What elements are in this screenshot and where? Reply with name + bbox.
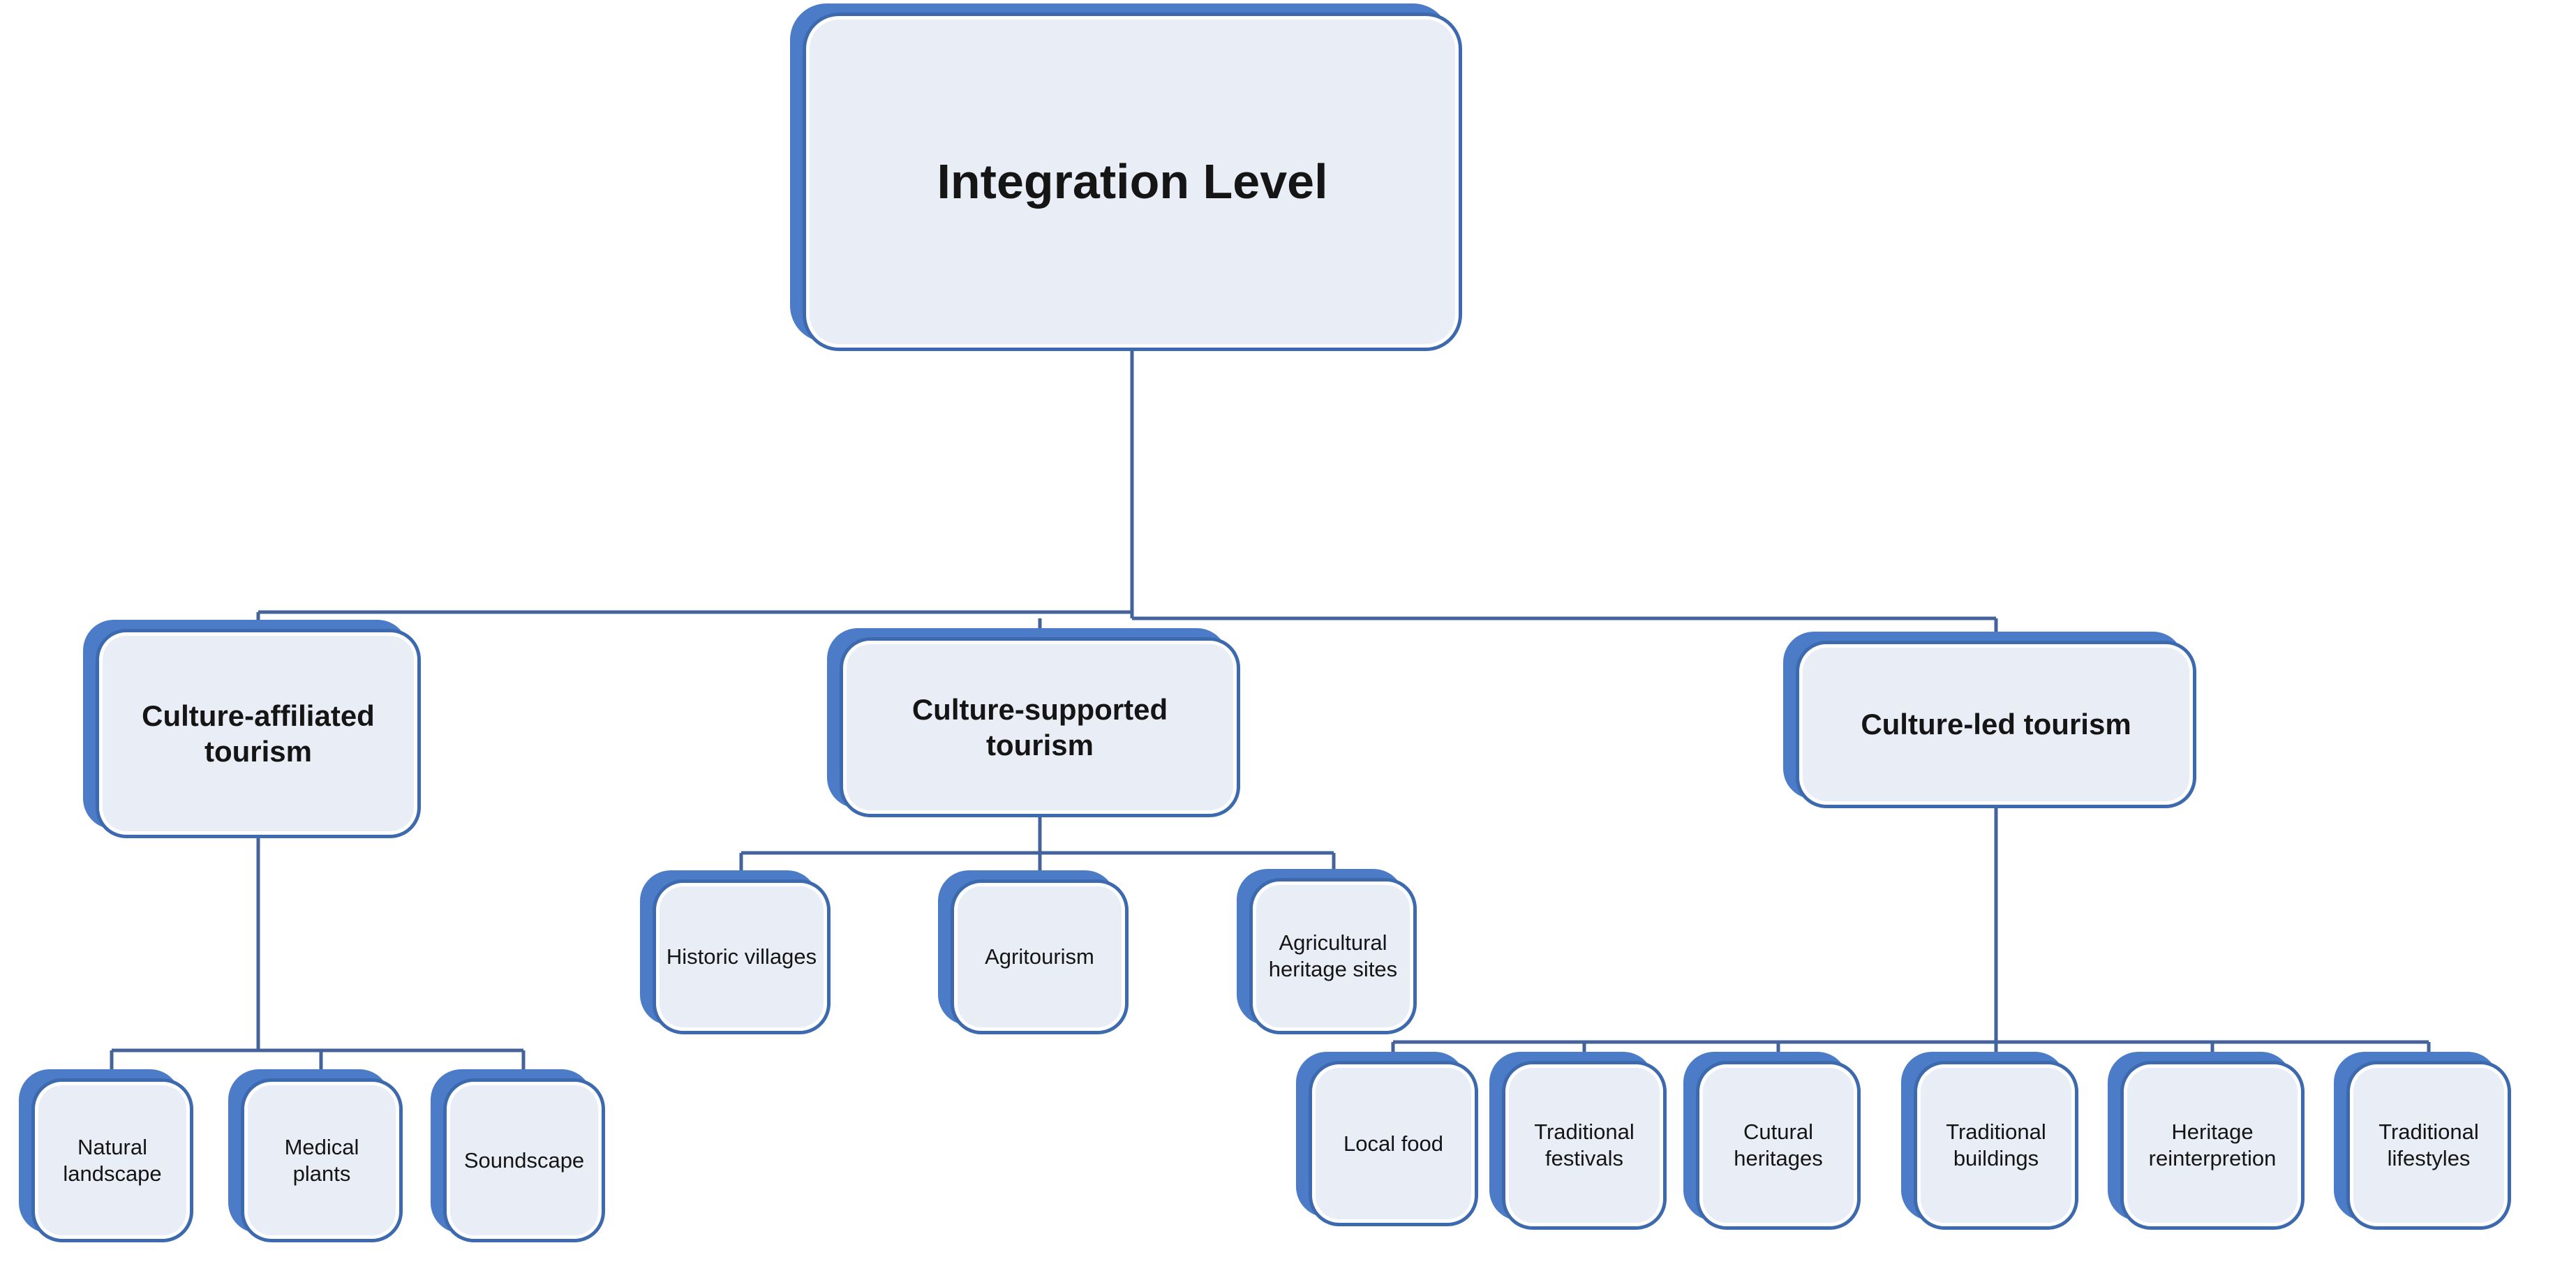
node-fill [38, 1085, 186, 1235]
node-fill [1509, 1068, 1660, 1223]
node-label: Agritourism [985, 944, 1094, 969]
node-card: Agricultural heritage sites [1249, 878, 1417, 1034]
node-label: Traditional festivals [1534, 1119, 1635, 1170]
node-fill [847, 644, 1233, 810]
node-soundscape: Soundscape [431, 1069, 605, 1242]
node-fill [1703, 1068, 1854, 1223]
node-fill [1921, 1068, 2071, 1223]
node-agritourism: Agritourism [938, 870, 1129, 1034]
node-card: Agritourism [951, 879, 1129, 1034]
node-fill [1316, 1068, 1471, 1219]
node-label: Heritage reinterpretion [2148, 1119, 2277, 1170]
node-label: Medical plants [284, 1134, 359, 1186]
node-card: Culture-supported tourism [840, 637, 1240, 817]
node-label: Local food [1343, 1131, 1444, 1156]
node-label: Culture-affiliated tourism [142, 699, 375, 768]
node-card: Cutural heritages [1696, 1061, 1861, 1230]
node-card: Integration Level [803, 13, 1462, 351]
node-card: Culture-affiliated tourism [96, 629, 421, 838]
node-fill [810, 20, 1455, 344]
node-historic-villages: Historic villages [640, 870, 831, 1034]
node-card: Local food [1309, 1061, 1478, 1226]
node-natural-landscape: Natural landscape [19, 1069, 193, 1242]
node-label: Integration Level [937, 154, 1328, 209]
node-culture-led-tourism: Culture-led tourism [1783, 632, 2196, 808]
node-medical-plants: Medical plants [228, 1069, 403, 1242]
node-card: Traditional festivals [1502, 1061, 1667, 1230]
node-fill [248, 1085, 396, 1235]
node-label: Traditional buildings [1946, 1119, 2046, 1170]
node-label: Historic villages [666, 944, 817, 969]
node-fill [1256, 885, 1410, 1027]
node-agricultural-heritage-sites: Agricultural heritage sites [1237, 869, 1417, 1034]
node-card: Heritage reinterpretion [2120, 1061, 2305, 1230]
node-culture-affiliated-tourism: Culture-affiliated tourism [83, 620, 421, 838]
node-fill [660, 886, 824, 1027]
node-card: Traditional lifestyles [2346, 1061, 2511, 1230]
node-cutural-heritages: Cutural heritages [1683, 1052, 1861, 1230]
node-label: Cutural heritages [1734, 1119, 1823, 1170]
node-fill [103, 636, 414, 831]
node-traditional-buildings: Traditional buildings [1901, 1052, 2078, 1230]
node-traditional-festivals: Traditional festivals [1489, 1052, 1667, 1230]
node-label: Agricultural heritage sites [1268, 930, 1398, 981]
node-fill [1803, 648, 2189, 801]
node-local-food: Local food [1296, 1052, 1478, 1226]
node-fill [2353, 1068, 2504, 1223]
node-heritage-reinterpretion: Heritage reinterpretion [2108, 1052, 2305, 1230]
node-card: Soundscape [443, 1078, 605, 1242]
node-fill [958, 886, 1122, 1027]
node-fill [450, 1085, 598, 1235]
node-label: Culture-led tourism [1861, 708, 2131, 741]
node-card: Culture-led tourism [1796, 641, 2196, 808]
node-label: Traditional lifestyles [2378, 1119, 2479, 1170]
node-label: Soundscape [463, 1147, 585, 1173]
node-culture-supported-tourism: Culture-supported tourism [827, 628, 1240, 817]
node-traditional-lifestyles: Traditional lifestyles [2334, 1052, 2511, 1230]
node-card: Traditional buildings [1914, 1061, 2078, 1230]
node-label: Culture-supported tourism [911, 692, 1168, 761]
node-card: Natural landscape [31, 1078, 193, 1242]
node-card: Medical plants [241, 1078, 403, 1242]
node-fill [2127, 1068, 2298, 1223]
node-label: Natural landscape [63, 1134, 162, 1186]
node-integration-level: Integration Level [790, 3, 1462, 351]
node-card: Historic villages [653, 879, 831, 1034]
